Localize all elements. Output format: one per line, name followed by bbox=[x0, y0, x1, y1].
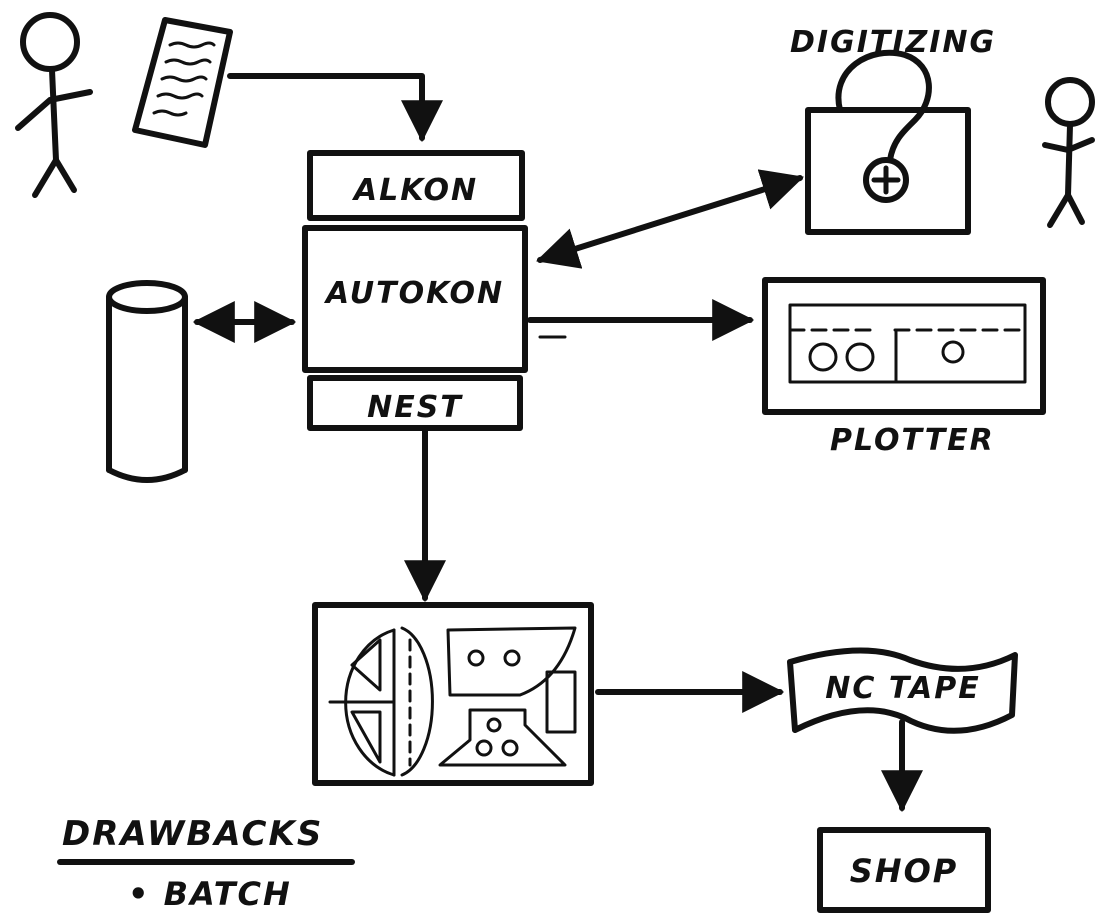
nc-tape-shape bbox=[787, 647, 1018, 734]
digitizing-label: DIGITIZING bbox=[790, 25, 996, 60]
nest-box bbox=[307, 375, 523, 431]
drawbacks-heading: DRAWBACKS bbox=[62, 814, 323, 854]
document-icon bbox=[132, 17, 233, 148]
alkon-label: ALKON bbox=[352, 173, 478, 208]
storage-cylinder-icon bbox=[106, 280, 188, 483]
plotter-label: PLOTTER bbox=[830, 423, 995, 458]
arrow-autokon-digitizer bbox=[535, 169, 805, 269]
digitizer-tablet-icon bbox=[805, 49, 971, 235]
user-left-icon bbox=[15, 12, 93, 198]
arrow-document-to-alkon bbox=[227, 73, 443, 143]
autokon-label: AUTOKON bbox=[324, 276, 504, 311]
user-right-icon bbox=[1042, 77, 1095, 228]
autokon-box bbox=[302, 225, 528, 373]
plotter-icon bbox=[762, 277, 1046, 415]
batch-item: • BATCH bbox=[128, 875, 292, 913]
nested-plate-icon bbox=[312, 602, 594, 786]
shop-label: SHOP bbox=[850, 852, 958, 890]
nest-label: NEST bbox=[367, 390, 463, 425]
nc-tape-label: NC TAPE bbox=[825, 671, 980, 706]
alkon-box bbox=[307, 150, 525, 221]
shop-box bbox=[817, 827, 991, 913]
